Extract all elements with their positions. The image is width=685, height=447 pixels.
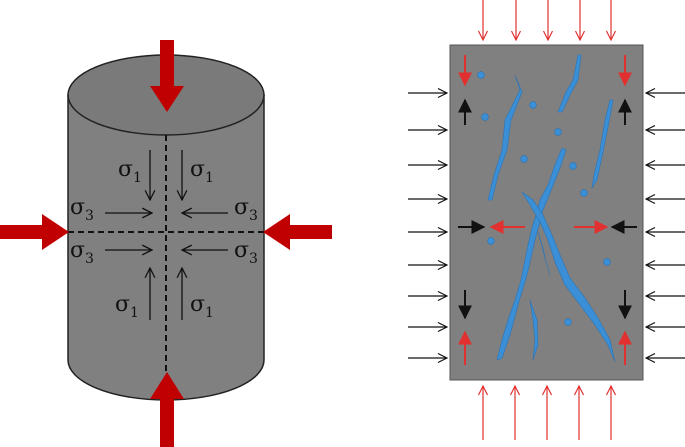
sigma3-label-lower-right: σ3 [234, 238, 258, 267]
left-load-arrow [0, 214, 69, 250]
sigma1-label-top-right: σ1 [190, 157, 214, 186]
internal-stress-arrows [458, 55, 637, 365]
pore [477, 71, 485, 79]
crack [557, 54, 582, 113]
pore [564, 318, 572, 326]
pore [481, 113, 489, 121]
sigma3-label-lower-left: σ3 [70, 238, 94, 267]
pore [529, 101, 537, 109]
crack [521, 191, 616, 363]
pore [520, 155, 528, 163]
crack [591, 99, 614, 189]
left-black-arrows [408, 93, 447, 358]
stress-labels: σ1 σ1 σ3 σ3 σ3 σ3 σ1 σ1 [70, 157, 258, 321]
right-black-arrows [646, 93, 685, 358]
cylinder-load-arrows [0, 40, 332, 447]
bottom-load-arrow [150, 372, 184, 447]
external-load-arrows [408, 0, 685, 440]
rock-block [449, 44, 644, 381]
top-load-arrow [150, 40, 184, 112]
pore [580, 189, 588, 197]
crack [487, 74, 523, 201]
sigma1-label-bottom-right: σ1 [190, 292, 214, 321]
sigma3-label-upper-right: σ3 [234, 195, 258, 224]
pore [569, 162, 577, 170]
pore [487, 237, 495, 245]
sigma1-label-bottom-left: σ1 [115, 292, 139, 321]
fracture-network [477, 54, 616, 363]
crack [537, 231, 551, 276]
stress-component-arrows [105, 150, 228, 320]
pore [554, 128, 562, 136]
pore [603, 258, 611, 266]
crack [529, 299, 539, 361]
sigma1-label-top-left: σ1 [118, 157, 142, 186]
right-load-arrow [263, 214, 332, 250]
sigma3-label-upper-left: σ3 [70, 195, 94, 224]
bottom-red-arrows [483, 386, 611, 440]
top-red-arrows [483, 0, 611, 40]
